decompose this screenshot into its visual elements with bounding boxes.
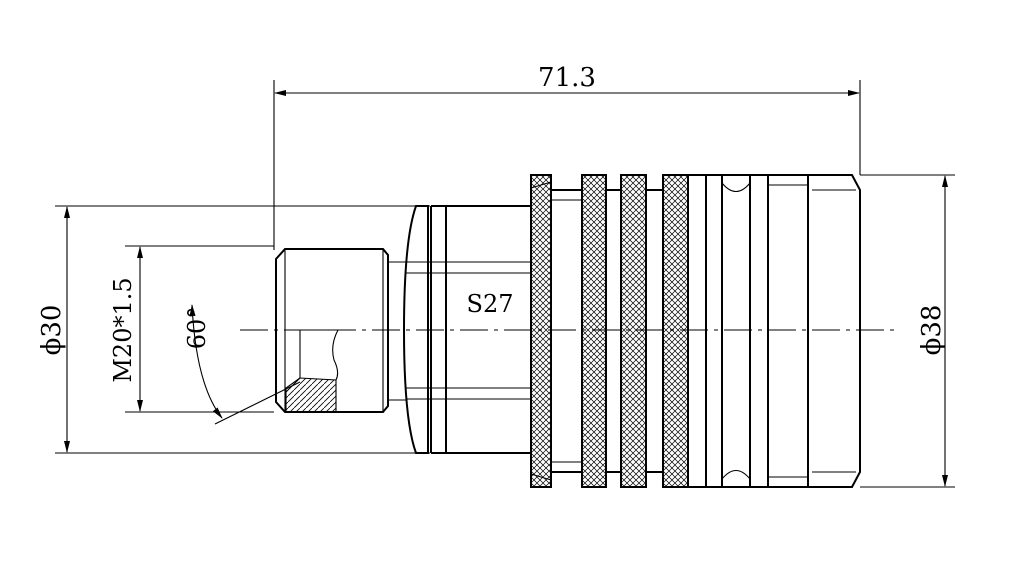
dimension-thread-text: M20*1.5 <box>109 277 137 382</box>
collar-knurl <box>530 174 552 488</box>
knurl-band-1 <box>581 174 607 488</box>
hex-size-label: S27 <box>467 290 514 318</box>
dimension-thread: M20*1.5 <box>109 245 274 413</box>
threaded-nipple <box>275 248 407 413</box>
dimension-chamfer-angle-text: 60° <box>183 307 211 350</box>
dimension-overall-length-text: 71.3 <box>538 63 596 93</box>
knurl-band-2 <box>620 174 647 488</box>
section-hatch <box>285 377 337 413</box>
knurl-band-3 <box>662 174 689 488</box>
dimension-body-diameter: ϕ30 <box>37 205 430 454</box>
dimension-sleeve-diameter-text: ϕ38 <box>917 305 947 356</box>
dimension-body-diameter-text: ϕ30 <box>37 305 67 356</box>
sleeve <box>530 174 861 488</box>
dimension-sleeve-diameter: ϕ38 <box>860 174 955 488</box>
dimension-overall-length: 71.3 <box>273 63 861 250</box>
dimension-chamfer-angle: 60° <box>183 304 301 425</box>
hex-nut: S27 <box>402 205 530 454</box>
